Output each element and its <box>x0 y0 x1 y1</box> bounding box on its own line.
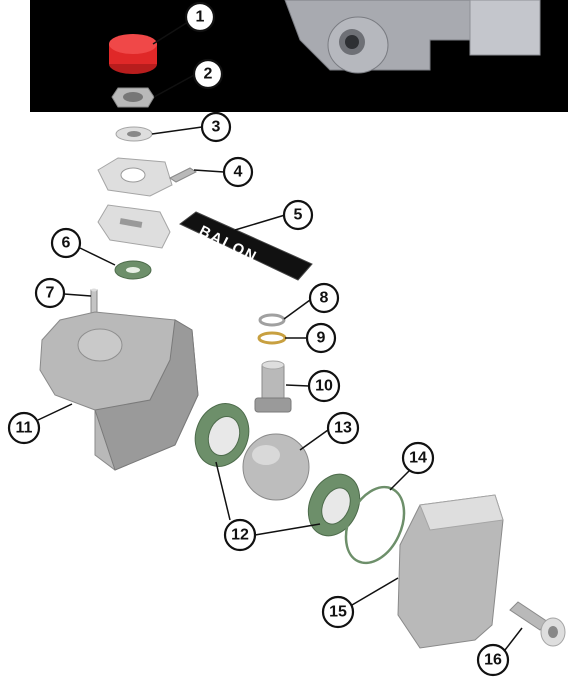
part-bolt <box>509 601 566 647</box>
callout-7: 7 <box>34 277 66 309</box>
callout-15-label: 15 <box>329 604 347 621</box>
part-washer <box>115 126 153 142</box>
leader-6 <box>79 247 116 266</box>
leader-8 <box>283 299 311 320</box>
leader-3 <box>151 126 203 135</box>
callout-16-label: 16 <box>484 652 502 669</box>
callout-1-label: 1 <box>196 9 205 26</box>
callout-6: 6 <box>50 227 82 259</box>
part-hex-nut <box>111 87 155 108</box>
part-stem <box>254 360 292 413</box>
leader-12a <box>215 461 231 521</box>
leader-12b <box>254 523 321 536</box>
part-seat-seal-right <box>307 473 361 537</box>
callout-12: 12 <box>223 518 257 552</box>
callout-5: 5 <box>282 199 314 231</box>
callout-10-label: 10 <box>315 378 333 395</box>
leader-16 <box>504 627 523 651</box>
callout-11-label: 11 <box>16 420 33 437</box>
part-body-block <box>39 311 199 471</box>
callout-5-label: 5 <box>294 207 303 224</box>
callout-6-label: 6 <box>62 235 71 252</box>
part-stop-plate <box>97 204 171 249</box>
part-green-ring <box>114 260 152 280</box>
callout-2-label: 2 <box>204 66 213 83</box>
leader-11 <box>37 403 73 421</box>
callout-12-label: 12 <box>231 527 249 544</box>
part-small-oring-top <box>258 313 286 327</box>
part-red-cap <box>109 34 157 74</box>
valve-hex-socket <box>327 16 389 74</box>
callout-3: 3 <box>200 111 232 143</box>
callout-11: 11 <box>7 411 41 445</box>
part-end-cap <box>397 494 504 649</box>
part-lock-plate <box>97 157 197 197</box>
callout-14: 14 <box>401 441 435 475</box>
part-ball <box>242 433 310 501</box>
part-seat-seal-left <box>194 403 250 467</box>
callout-16: 16 <box>476 643 510 677</box>
callout-13-label: 13 <box>334 420 352 437</box>
leader-13 <box>299 429 329 451</box>
callout-10: 10 <box>307 369 341 403</box>
leader-lines <box>37 21 523 651</box>
callout-7-label: 7 <box>46 285 55 302</box>
callout-13: 13 <box>326 411 360 445</box>
leader-7 <box>63 293 92 297</box>
callout-9-label: 9 <box>317 330 326 347</box>
valve-body-right <box>469 0 541 56</box>
callout-15: 15 <box>321 595 355 629</box>
callout-9: 9 <box>305 322 337 354</box>
callout-1: 1 <box>184 1 216 33</box>
leader-5 <box>234 214 286 231</box>
leader-4 <box>193 169 225 173</box>
leader-14 <box>389 469 411 491</box>
callout-4: 4 <box>222 156 254 188</box>
leader-1 <box>152 21 189 45</box>
leader-2 <box>153 73 197 98</box>
callout-8: 8 <box>308 282 340 314</box>
callout-3-label: 3 <box>212 119 221 136</box>
callout-2: 2 <box>192 58 224 90</box>
leader-10 <box>285 384 310 387</box>
callout-14-label: 14 <box>409 450 427 467</box>
callout-4-label: 4 <box>234 164 243 181</box>
part-small-oring-bottom <box>257 331 287 345</box>
callout-8-label: 8 <box>320 290 329 307</box>
leader-15 <box>351 577 399 606</box>
